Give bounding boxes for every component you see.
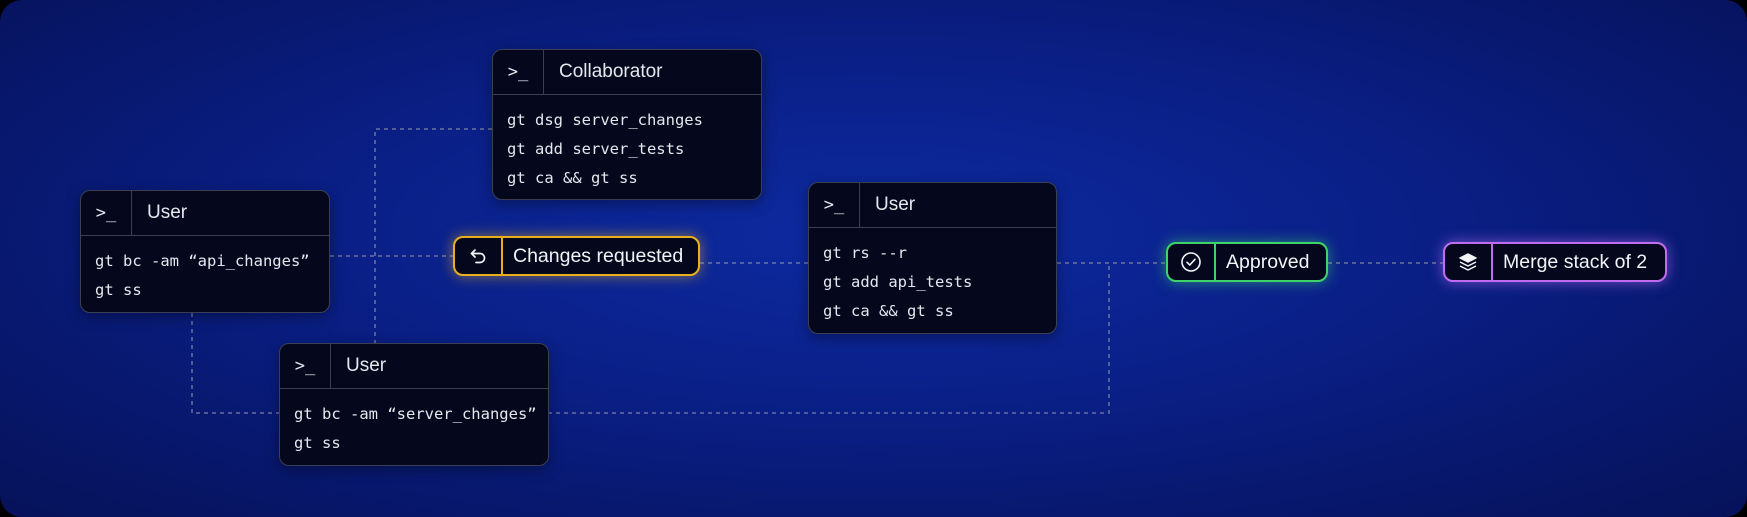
- command-line: gt dsg server_changes: [507, 111, 703, 129]
- command-line: gt ss: [294, 434, 341, 452]
- terminal-node-user-api: >_ User gt bc -am “api_changes” gt ss: [80, 190, 330, 313]
- status-label: Merge stack of 2: [1503, 250, 1648, 273]
- terminal-title: Collaborator: [559, 61, 663, 82]
- terminal-commands: gt dsg server_changes gt add server_test…: [493, 95, 761, 199]
- terminal-node-user-server: >_ User gt bc -am “server_changes” gt ss: [279, 343, 549, 466]
- command-line: gt bc -am “server_changes”: [294, 405, 537, 423]
- terminal-prompt-icon: >_: [809, 183, 860, 227]
- terminal-title: User: [875, 194, 916, 215]
- terminal-prompt-icon: >_: [81, 191, 132, 235]
- terminal-node-user-restack: >_ User gt rs --r gt add api_tests gt ca…: [808, 182, 1057, 334]
- command-line: gt rs --r: [823, 244, 907, 262]
- status-badge-changes-requested: Changes requested: [453, 236, 700, 276]
- check-circle-icon: [1168, 244, 1216, 280]
- status-badge-merge-stack: Merge stack of 2: [1443, 242, 1667, 282]
- connector-user-to-server: [191, 313, 279, 414]
- command-line: gt add server_tests: [507, 140, 685, 158]
- terminal-header: >_ Collaborator: [493, 50, 761, 95]
- command-line: gt ss: [95, 281, 142, 299]
- status-badge-approved: Approved: [1166, 242, 1328, 282]
- terminal-prompt-icon: >_: [280, 344, 331, 388]
- status-label: Changes requested: [513, 244, 684, 267]
- command-line: gt ca && gt ss: [823, 302, 954, 320]
- terminal-header: >_ User: [81, 191, 329, 236]
- terminal-commands: gt bc -am “server_changes” gt ss: [280, 389, 548, 464]
- terminal-header: >_ User: [809, 183, 1056, 228]
- connector-collaborator-to-server: [374, 128, 492, 343]
- terminal-header: >_ User: [280, 344, 548, 389]
- undo-arrow-icon: [455, 238, 503, 274]
- stack-layers-icon: [1445, 244, 1493, 280]
- terminal-title: User: [346, 355, 387, 376]
- status-label: Approved: [1226, 250, 1310, 273]
- command-line: gt ca && gt ss: [507, 169, 638, 187]
- terminal-commands: gt rs --r gt add api_tests gt ca && gt s…: [809, 228, 1056, 332]
- terminal-node-collaborator: >_ Collaborator gt dsg server_changes gt…: [492, 49, 762, 200]
- command-line: gt add api_tests: [823, 273, 973, 291]
- connector-server-to-approved: [548, 263, 1110, 414]
- terminal-prompt-icon: >_: [493, 50, 544, 94]
- terminal-title: User: [147, 202, 188, 223]
- terminal-commands: gt bc -am “api_changes” gt ss: [81, 236, 329, 311]
- command-line: gt bc -am “api_changes”: [95, 252, 310, 270]
